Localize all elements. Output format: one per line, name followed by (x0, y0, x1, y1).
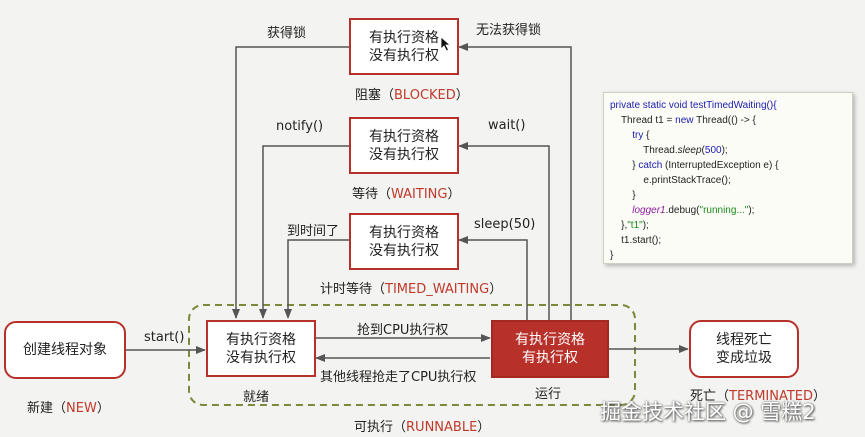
box-timed-waiting-line1: 有执行资格 (369, 224, 439, 241)
label-lose-cpu: 其他线程抢走了CPU执行权 (320, 370, 477, 385)
code-line: logger1.debug("running..."); (632, 205, 755, 216)
mouse-cursor-icon (440, 36, 452, 52)
box-blocked-line2: 没有执行权 (369, 47, 439, 64)
state-timed-waiting: 计时等待（TIMED_WAITING） (320, 282, 503, 297)
box-new-text: 创建线程对象 (23, 342, 107, 358)
box-dead: 线程死亡 变成垃圾 (689, 320, 799, 378)
label-acquire-lock: 获得锁 (267, 26, 307, 41)
box-ready: 有执行资格 没有执行权 (206, 320, 316, 377)
code-line: Thread.sleep(500); (643, 145, 728, 156)
box-timed-waiting-line2: 没有执行权 (369, 242, 439, 259)
state-blocked: 阻塞（BLOCKED） (355, 88, 469, 103)
label-cannot-acquire-lock: 无法获得锁 (476, 23, 542, 38)
code-line: try { (632, 130, 650, 141)
state-waiting: 等待（WAITING） (352, 187, 461, 202)
box-dead-line1: 线程死亡 (716, 332, 772, 348)
label-wait: wait() (488, 118, 526, 133)
box-running-line1: 有执行资格 (515, 332, 585, 348)
label-sleep: sleep(50) (474, 217, 536, 232)
box-timed-waiting: 有执行资格 没有执行权 (349, 213, 459, 270)
code-line: e.printStackTrace(); (643, 175, 731, 186)
box-dead-line2: 变成垃圾 (716, 350, 772, 366)
box-blocked-line1: 有执行资格 (369, 29, 439, 46)
arrow-acquire-lock (232, 46, 349, 319)
watermark: 掘金技术社区 @ 雪糕2 (600, 400, 816, 424)
state-running: 运行 (535, 387, 562, 402)
code-line: } catch (InterruptedException e) { (632, 160, 779, 171)
state-ready: 就绪 (243, 390, 270, 405)
code-line: } (632, 190, 636, 201)
code-line: } (610, 250, 614, 261)
code-line: private static void testTimedWaiting(){ (610, 100, 777, 111)
box-running-line2: 有执行权 (522, 350, 578, 366)
state-new: 新建（NEW） (27, 401, 110, 416)
arrow-time-up (284, 239, 349, 319)
box-waiting: 有执行资格 没有执行权 (349, 117, 459, 174)
label-notify: notify() (276, 119, 324, 134)
box-running: 有执行资格 有执行权 (491, 320, 609, 378)
code-line: t1.start(); (621, 235, 662, 246)
label-time-up: 到时间了 (287, 224, 340, 239)
arrow-notify (259, 145, 349, 319)
state-runnable: 可执行（RUNNABLE） (354, 420, 491, 435)
box-waiting-line2: 没有执行权 (369, 146, 439, 163)
box-ready-line2: 没有执行权 (226, 349, 296, 366)
label-start: start() (144, 330, 185, 345)
arrow-cannot-lock (458, 43, 572, 320)
box-new: 创建线程对象 (4, 321, 126, 379)
arrow-wait (458, 142, 550, 320)
state-dead: 死亡（TERMINATED） (690, 389, 827, 404)
runnable-region (188, 304, 636, 406)
arrow-sleep (458, 236, 528, 320)
code-snippet: private static void testTimedWaiting(){ … (603, 92, 853, 264)
code-line: },"t1"); (621, 220, 649, 231)
box-ready-line1: 有执行资格 (226, 331, 296, 348)
label-grab-cpu: 抢到CPU执行权 (357, 323, 449, 338)
box-waiting-line1: 有执行资格 (369, 128, 439, 145)
code-line: Thread t1 = new Thread(() -> { (620, 115, 756, 126)
